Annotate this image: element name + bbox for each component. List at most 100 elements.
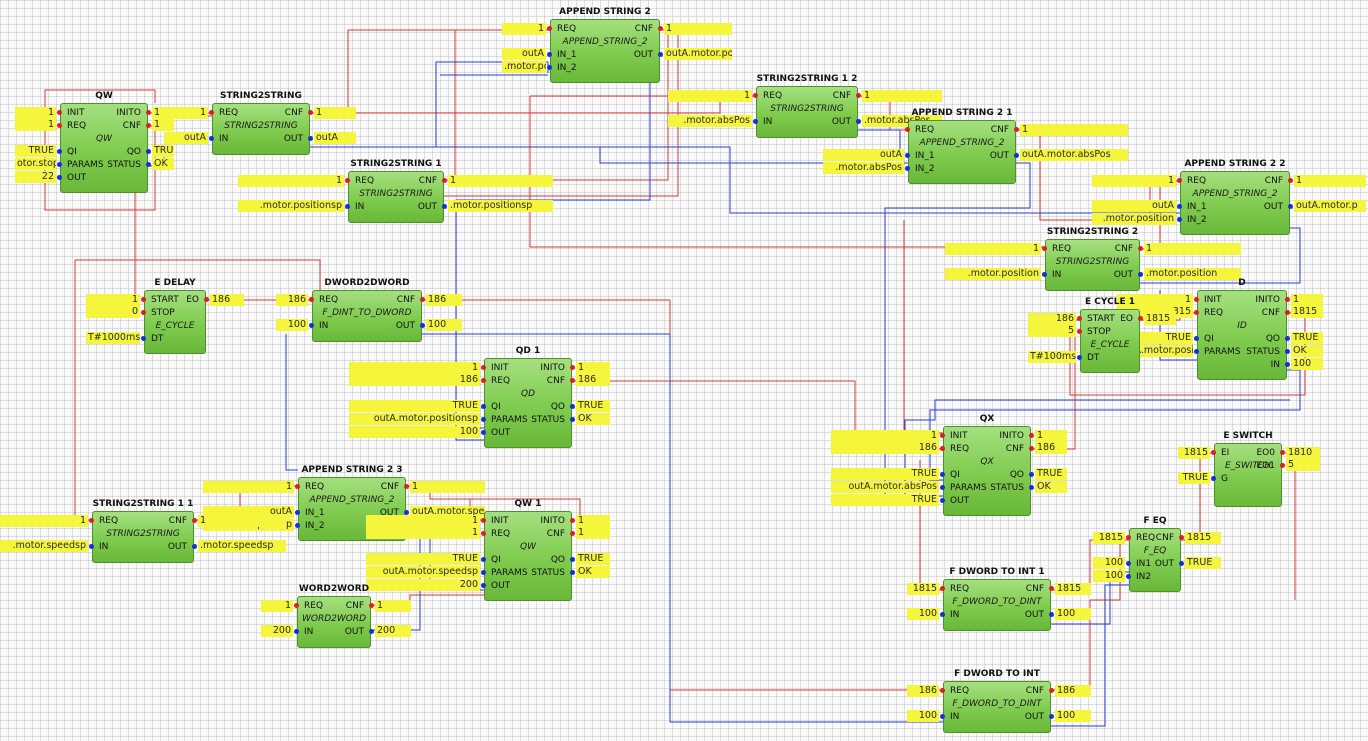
string2string-1-input-value-req[interactable]: 1 [238, 174, 344, 187]
qd-1-output-value-qo[interactable]: TRUE [576, 400, 610, 413]
qw-1-input-port-init[interactable] [481, 518, 486, 523]
id-output-port-in[interactable] [1285, 361, 1290, 367]
id-output-port-cnf[interactable] [1285, 309, 1290, 315]
string2string-2-input-port-req[interactable] [1042, 246, 1047, 251]
qx-input-value-init[interactable]: 1 [831, 429, 939, 442]
qx-output-value-qo[interactable]: TRUE [1035, 468, 1067, 481]
string2string-1-2-input-value-req[interactable]: 1 [668, 89, 752, 102]
f-dword-to-int-output-port-cnf[interactable] [1049, 688, 1054, 693]
append-string-2-1-input-port-in-1[interactable] [905, 152, 910, 158]
string2string-1-1-output-value-cnf[interactable]: 1 [198, 514, 286, 527]
f-eq-input-value-req[interactable]: 1815 [1093, 531, 1125, 544]
append-string-2-2-output-value-out[interactable]: outA.motor.p [1294, 200, 1366, 213]
qd-1-input-value-req[interactable]: 186 [349, 374, 480, 387]
e-cycle-1-input-port-start[interactable] [1077, 316, 1082, 321]
string2string-2-output-port-cnf[interactable] [1138, 246, 1143, 251]
append-string-2-3-output-port-cnf[interactable] [404, 484, 409, 489]
qw-output-value-cnf[interactable]: 1 [152, 119, 174, 132]
event-connection-14[interactable] [75, 259, 321, 300]
qw-1-output-value-inito[interactable]: 1 [576, 514, 610, 527]
append-string-2-output-value-out[interactable]: outA.motor.positionsp [664, 48, 732, 61]
f-eq-input-value-in1[interactable]: 100 [1093, 557, 1125, 570]
f-eq-input-port-in2[interactable] [1126, 573, 1131, 579]
qd-1-output-port-qo[interactable] [570, 403, 575, 409]
qw-output-port-inito[interactable] [146, 110, 151, 115]
append-string-2-1-input-value-in-1[interactable]: outA [823, 149, 904, 162]
e-cycle-1-input-value-start[interactable]: 186 [1028, 312, 1076, 325]
qd-1-input-value-qi[interactable]: TRUE [349, 400, 480, 413]
append-string-2-1-input-port-req[interactable] [905, 127, 910, 132]
append-string-2-1-output-value-cnf[interactable]: 1 [1020, 123, 1128, 136]
append-string-2-1-input-value-in-2[interactable]: .motor.absPos [823, 162, 904, 175]
e-switch-output-port-eo0[interactable] [1280, 450, 1285, 455]
append-string-2-2-input-value-in-1[interactable]: outA [1092, 200, 1176, 213]
qw-1-output-value-qo[interactable]: TRUE [576, 553, 610, 566]
qx-input-port-params[interactable] [940, 484, 945, 490]
qw-1-output-port-cnf[interactable] [570, 530, 575, 536]
word2word-output-value-out[interactable]: 200 [375, 625, 411, 638]
e-switch-input-value-g[interactable]: TRUE [1178, 472, 1210, 485]
string2string-1-output-value-out[interactable]: .motor.positionsp [448, 200, 553, 213]
word2word-output-value-cnf[interactable]: 1 [375, 599, 411, 612]
string2string-input-value-in[interactable]: outA [164, 132, 208, 145]
append-string-2-1-output-value-out[interactable]: outA.motor.absPos [1020, 149, 1128, 162]
f-dword-to-int-output-port-out[interactable] [1049, 713, 1054, 719]
qw-1-input-value-out[interactable]: 200 [366, 579, 480, 591]
append-string-2-input-port-in-1[interactable] [547, 51, 552, 57]
qw-output-port-status[interactable] [146, 161, 151, 167]
qw-input-port-init[interactable] [57, 110, 62, 115]
e-cycle-1-input-value-dt[interactable]: T#100ms [1028, 351, 1076, 364]
append-string-2-1-output-port-out[interactable] [1014, 152, 1019, 158]
qd-1-input-port-req[interactable] [481, 377, 486, 383]
qx-output-port-status[interactable] [1029, 484, 1034, 490]
append-string-2-2-input-value-req[interactable]: 1 [1092, 174, 1176, 187]
id-input-value-init[interactable]: 1 [1117, 293, 1193, 306]
append-string-2-2-input-value-in-2[interactable]: .motor.position [1092, 213, 1176, 226]
e-delay-input-value-dt[interactable]: T#1000ms [86, 332, 140, 345]
qw-1-output-value-cnf[interactable]: 1 [576, 527, 610, 540]
f-dword-to-int-1-input-value-in[interactable]: 100 [907, 608, 939, 621]
qw-1-input-value-qi[interactable]: TRUE [366, 553, 480, 566]
append-string-2-input-value-in-2[interactable]: .motor.positionsp [502, 61, 546, 74]
qd-1-input-port-qi[interactable] [481, 403, 486, 409]
e-switch-input-port-ei[interactable] [1211, 450, 1216, 455]
id-input-port-req[interactable] [1194, 309, 1199, 315]
qx-output-port-qo[interactable] [1029, 471, 1034, 477]
qx-input-port-qi[interactable] [940, 471, 945, 477]
append-string-2-input-value-in-1[interactable]: outA [502, 48, 546, 61]
f-eq-output-port-out[interactable] [1179, 560, 1184, 566]
string2string-1-1-output-port-cnf[interactable] [192, 518, 197, 523]
string2string-1-input-value-in[interactable]: .motor.positionsp [238, 200, 344, 213]
e-delay-input-port-start[interactable] [141, 297, 146, 302]
f-eq-output-port-cnf[interactable] [1179, 535, 1184, 540]
qd-1-input-value-init[interactable]: 1 [349, 361, 480, 374]
string2string-output-port-out[interactable] [308, 135, 313, 141]
string2string-1-output-port-out[interactable] [442, 203, 447, 209]
f-dword-to-int-1-input-port-req[interactable] [940, 586, 945, 591]
qx-input-value-params[interactable]: outA.motor.absPos [831, 481, 939, 494]
e-delay-input-port-stop[interactable] [141, 309, 146, 315]
data-connection-13[interactable] [285, 334, 298, 471]
f-dword-to-int-input-value-in[interactable]: 100 [907, 710, 939, 723]
f-dword-to-int-output-value-out[interactable]: 100 [1055, 710, 1091, 723]
f-eq-output-value-out[interactable]: TRUE [1185, 557, 1221, 570]
qx-input-port-req[interactable] [940, 445, 945, 451]
string2string-2-output-value-cnf[interactable]: 1 [1144, 242, 1241, 255]
qw-1-input-port-req[interactable] [481, 530, 486, 536]
dword2dword-input-port-req[interactable] [309, 297, 314, 302]
string2string-output-value-cnf[interactable]: 1 [314, 106, 356, 119]
string2string-input-port-in[interactable] [209, 135, 214, 141]
qx-input-value-req[interactable]: 186 [831, 442, 939, 455]
e-cycle-1-output-port-eo[interactable] [1138, 316, 1143, 321]
qx-input-port-out[interactable] [940, 497, 945, 503]
f-dword-to-int-1-input-port-in[interactable] [940, 611, 945, 617]
